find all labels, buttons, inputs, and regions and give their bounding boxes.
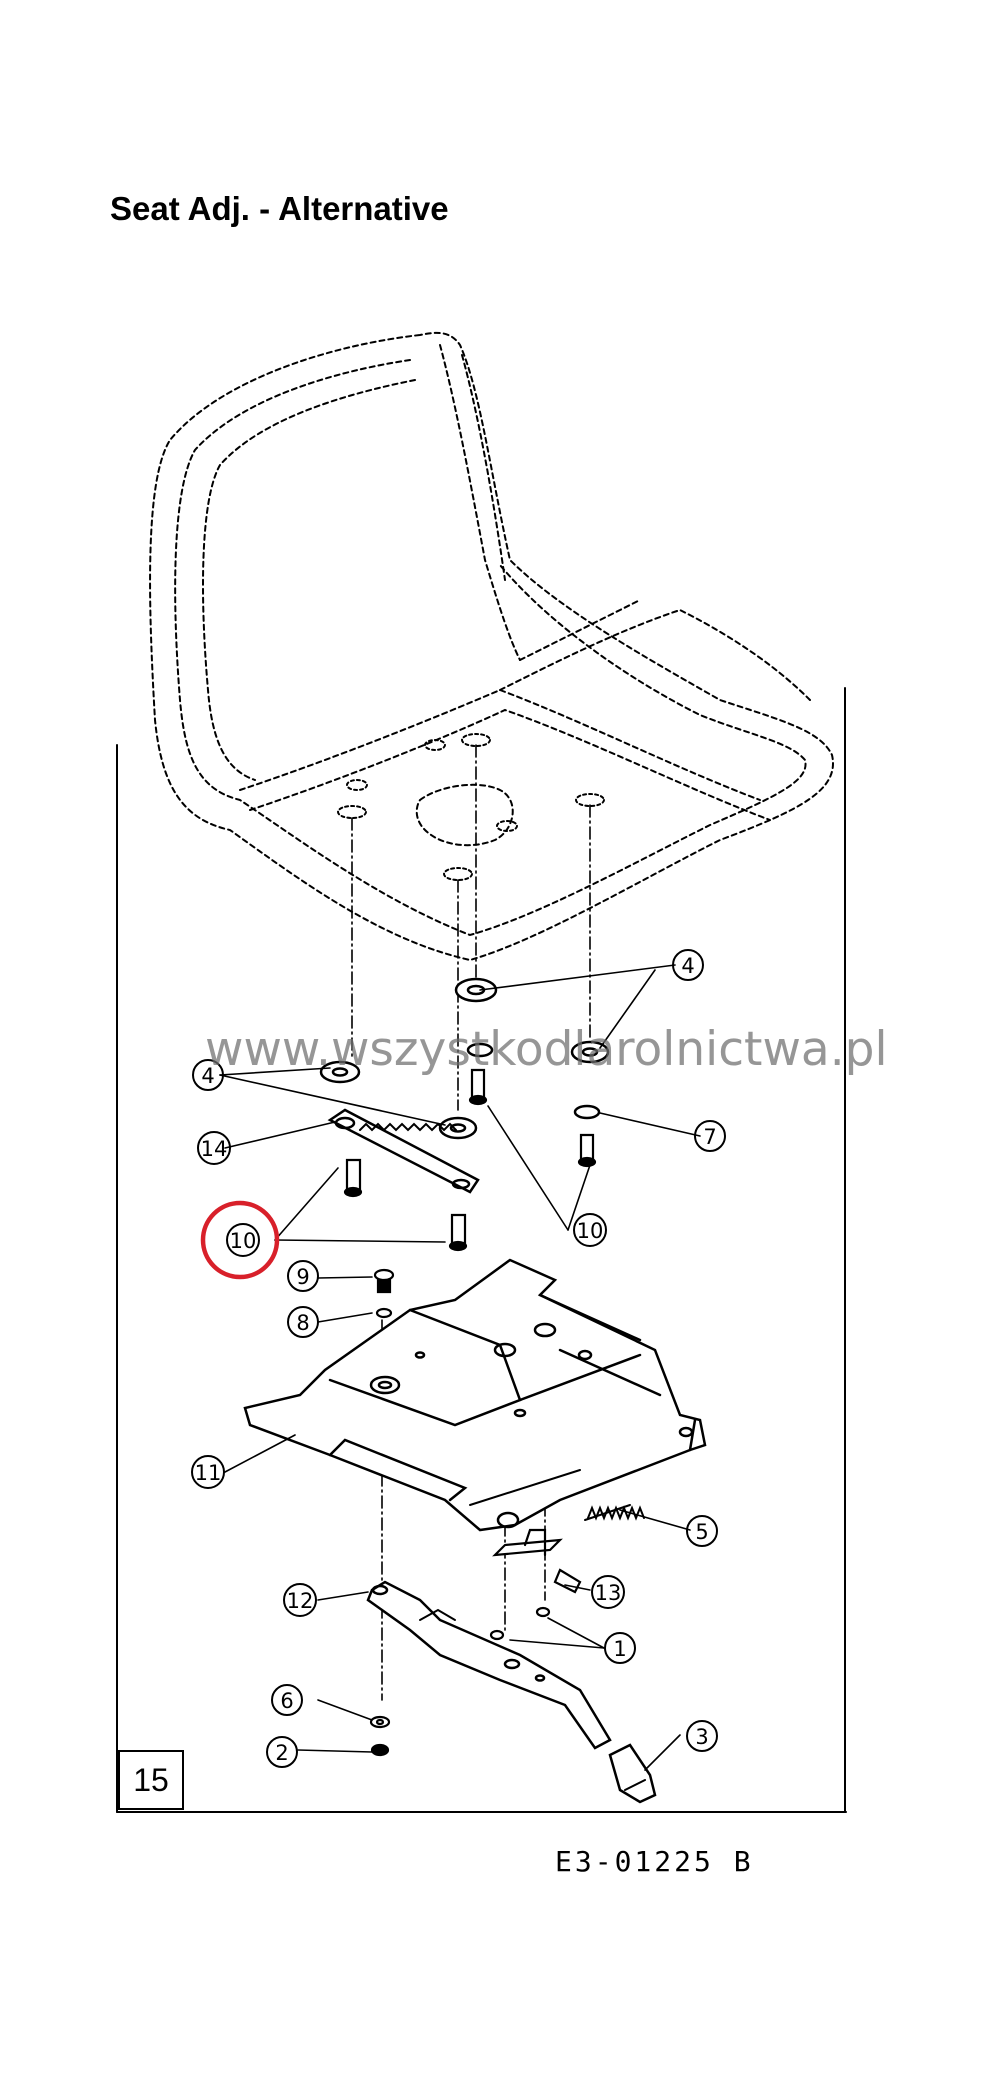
assembly-axes xyxy=(351,744,591,1701)
callout-10b: 10 xyxy=(577,1219,604,1243)
seat-outline xyxy=(149,331,834,962)
callout-11: 11 xyxy=(195,1461,222,1485)
bracket xyxy=(492,1528,582,1594)
page-number-box: 15 xyxy=(118,1750,184,1810)
lever-nuts xyxy=(369,1606,551,1757)
bolts xyxy=(343,1068,597,1319)
seat-mounting-holes xyxy=(337,733,605,881)
adjust-lever xyxy=(366,1580,612,1750)
callout-5: 5 xyxy=(695,1520,708,1544)
leader-lines xyxy=(219,964,701,1771)
callout-4b: 4 xyxy=(201,1064,214,1088)
lever-grip xyxy=(608,1743,657,1804)
callout-14: 14 xyxy=(201,1137,228,1161)
watermark-text: www.wszystkodlarolnictwa.pl xyxy=(205,1022,888,1077)
diagram-title: Seat Adj. - Alternative xyxy=(110,190,449,227)
callout-2: 2 xyxy=(275,1741,288,1765)
spring xyxy=(584,1504,645,1521)
callout-6: 6 xyxy=(280,1689,293,1713)
callout-circles xyxy=(191,949,726,1768)
adjuster-rail xyxy=(327,1108,480,1194)
rubber-mount-parts xyxy=(319,977,610,1140)
callout-8: 8 xyxy=(296,1311,309,1335)
callout-12: 12 xyxy=(287,1589,314,1613)
callout-10a: 10 xyxy=(230,1229,257,1253)
seat-base-plate xyxy=(243,1258,707,1532)
highlight-ring xyxy=(200,1200,280,1280)
callout-3: 3 xyxy=(695,1725,708,1749)
callout-9: 9 xyxy=(296,1265,309,1289)
callout-1: 1 xyxy=(613,1637,626,1661)
drawing-reference: E3-01225 B xyxy=(555,1845,754,1878)
callout-7: 7 xyxy=(703,1125,716,1149)
callout-13: 13 xyxy=(595,1581,622,1605)
callout-4a: 4 xyxy=(681,954,694,978)
